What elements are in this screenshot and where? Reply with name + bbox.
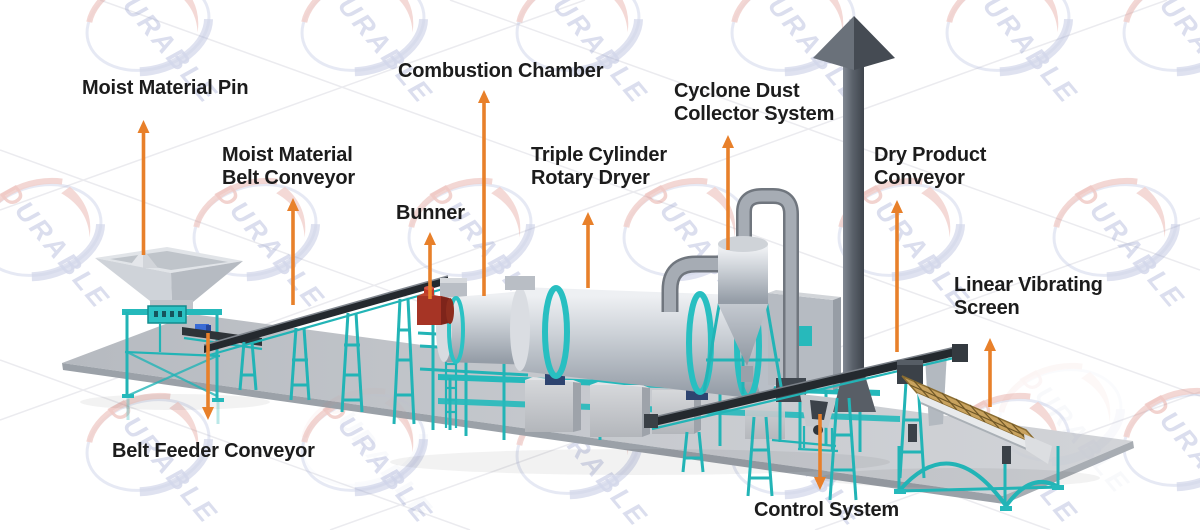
arrow-dry-product-conveyor: [891, 200, 903, 352]
screen-mesh-grid: [909, 380, 1034, 441]
conveyor2-supports: [681, 381, 926, 501]
concrete-pedestal: [525, 377, 785, 439]
label-belt-feeder-conveyor: Belt Feeder Conveyor: [112, 440, 315, 462]
label-moist-material-belt-conveyor: Moist Material Belt Conveyor: [222, 144, 355, 189]
label-dry-product-conveyor: Dry Product Conveyor: [874, 144, 987, 189]
label-bunner: Bunner: [396, 202, 465, 224]
arrow-linear-vibrating-screen: [984, 338, 996, 407]
arrow-belt-feeder-conveyor: [202, 333, 214, 420]
arrow-bunner: [424, 232, 436, 299]
annotation-arrows: [137, 90, 996, 490]
screen-base: [897, 446, 1063, 509]
label-control-system: Control System: [754, 499, 900, 521]
label-combustion-chamber: Combustion Chamber: [398, 60, 604, 82]
label-triple-cylinder-rotary-dryer: Triple Cylinder Rotary Dryer: [531, 144, 667, 189]
dry-product-conveyor: [644, 344, 968, 501]
arrow-cyclone-dust-collector: [722, 135, 734, 250]
arrow-control-system: [814, 414, 826, 490]
arrow-moist-material-pin: [137, 120, 150, 255]
label-moist-material-pin: Moist Material Pin: [82, 77, 249, 99]
arrow-moist-material-belt-conveyor: [287, 198, 299, 305]
conveyor1-supports: [238, 298, 416, 425]
arrow-combustion-chamber: [478, 90, 490, 296]
label-linear-vibrating-screen: Linear Vibrating Screen: [954, 274, 1103, 319]
control-system-unit: [797, 394, 839, 453]
label-cyclone-dust-collector-system: Cyclone Dust Collector System: [674, 80, 835, 125]
linear-vibrating-screen: [894, 360, 1064, 511]
dryer-base-frame: [438, 372, 900, 452]
arrow-triple-cylinder-rotary-dryer: [582, 212, 594, 288]
cyclone-dust-collector: [661, 188, 806, 402]
burner: [417, 286, 454, 325]
